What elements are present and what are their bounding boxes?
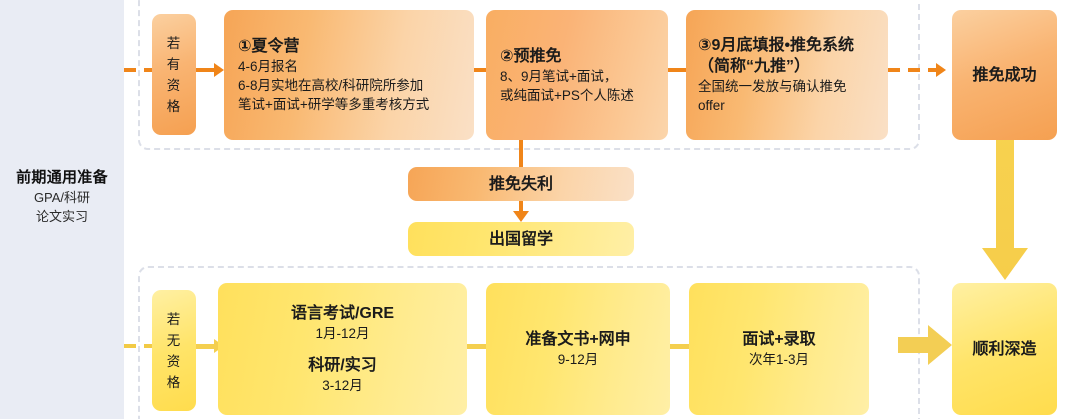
- connector-top-node-3-to-outcome: [888, 68, 944, 72]
- top-outcome-label: 推免成功: [972, 66, 1037, 84]
- top-gate-char-2: 有: [166, 56, 182, 72]
- bottom-node-interview-period: 次年1-3月: [748, 352, 809, 367]
- bottom-gate-char-1: 若: [166, 311, 182, 327]
- top-gate-char-4: 格: [166, 98, 182, 114]
- connector-bottom-gate-to-node-1: [196, 344, 216, 349]
- bottom-node-language-research[interactable]: 语言考试/GRE 1月-12月 科研/实习 3-12月: [218, 283, 467, 415]
- connector-top-node-1-to-node-2: [473, 68, 487, 72]
- connector-sidebar-to-top-gate: [124, 68, 156, 72]
- bottom-node-interview-admission[interactable]: 面试+录取 次年1-3月: [689, 283, 869, 415]
- arrowhead-top-gate-to-node-1: [214, 63, 224, 77]
- connector-bottom-node-2-to-node-3: [670, 344, 689, 349]
- top-node-summer-camp[interactable]: ①夏令营 4-6月报名 6-8月实地在高校/科研院所参加 笔试+面试+研学等多重…: [224, 10, 474, 140]
- top-node-pre-recommendation-line-1: 8、9月笔试+面试，: [500, 68, 618, 84]
- top-node-september-system-line-2: offer: [698, 98, 725, 113]
- top-gate-char-1: 若: [166, 35, 182, 51]
- connector-top-gate-to-node-1: [196, 68, 216, 72]
- bottom-gate-char-2: 无: [166, 332, 182, 348]
- bottom-outcome-label: 顺利深造: [972, 340, 1037, 358]
- bottom-gate-char-3: 资: [166, 353, 182, 369]
- top-node-summer-camp-line-3: 笔试+面试+研学等多重考核方式: [238, 97, 430, 112]
- bottom-node-documents-title: 准备文书+网申: [525, 331, 631, 348]
- bottom-node-language-period: 1月-12月: [315, 326, 370, 341]
- top-node-summer-camp-line-1: 4-6月报名: [238, 59, 299, 74]
- connector-sidebar-to-bottom-gate: [124, 344, 156, 348]
- top-outcome-recommendation-success[interactable]: 推免成功: [952, 10, 1057, 140]
- block-arrow-success-to-advance: [982, 128, 1028, 280]
- bottom-gate-char-4: 格: [166, 374, 182, 390]
- preparation-sidebar-line-1: GPA/科研: [33, 190, 91, 205]
- top-node-september-system[interactable]: ③9月底填报•推免系统 （简称“九推”） 全国统一发放与确认推免 offer: [686, 10, 888, 140]
- top-node-pre-recommendation-line-2: 或纯面试+PS个人陈述: [500, 87, 634, 103]
- bottom-node-interview-title: 面试+录取: [742, 331, 816, 348]
- preparation-sidebar-line-2: 论文实习: [35, 209, 88, 224]
- top-node-september-system-line-1: 全国统一发放与确认推免: [698, 79, 847, 94]
- connector-top-node-2-to-node-3: [668, 68, 686, 72]
- arrowhead-top-node-3-to-outcome: [936, 63, 946, 77]
- bottom-node-research-title: 科研/实习: [308, 357, 377, 374]
- preparation-sidebar-title: 前期通用准备: [16, 169, 108, 186]
- top-node-pre-recommendation[interactable]: ②预推免 8、9月笔试+面试， 或纯面试+PS个人陈述: [486, 10, 668, 140]
- preparation-sidebar-content: 前期通用准备 GPA/科研 论文实习: [0, 168, 124, 226]
- top-gate-char-3: 资: [166, 77, 182, 93]
- bottom-node-documents-application[interactable]: 准备文书+网申 9-12月: [486, 283, 670, 415]
- connector-fail-to-abroad: [519, 201, 523, 215]
- top-track-group-frame: [138, 0, 920, 150]
- bottom-gate-no-qualification[interactable]: 若 无 资 格: [152, 290, 196, 411]
- middle-node-recommendation-failed[interactable]: 推免失利: [408, 167, 634, 201]
- middle-node-failed-label: 推免失利: [488, 175, 553, 193]
- arrowhead-fail-to-abroad: [513, 211, 529, 222]
- connector-bottom-node-1-to-node-2: [467, 344, 486, 349]
- top-gate-has-qualification[interactable]: 若 有 资 格: [152, 14, 196, 135]
- middle-node-study-abroad[interactable]: 出国留学: [408, 222, 634, 256]
- top-node-summer-camp-line-2: 6-8月实地在高校/科研院所参加: [238, 78, 424, 93]
- top-node-pre-recommendation-title: ②预推免: [500, 47, 562, 65]
- middle-node-study-abroad-label: 出国留学: [488, 230, 553, 248]
- bottom-node-documents-period: 9-12月: [557, 352, 599, 367]
- block-arrow-to-advance: [898, 325, 952, 365]
- connector-node-2-to-fail: [519, 133, 523, 167]
- top-node-summer-camp-title: ①夏令营: [238, 38, 300, 55]
- preparation-sidebar: 前期通用准备 GPA/科研 论文实习: [0, 0, 124, 419]
- bottom-node-research-period: 3-12月: [322, 378, 363, 393]
- bottom-outcome-successful-advancement[interactable]: 顺利深造: [952, 283, 1057, 415]
- bottom-node-language-title: 语言考试/GRE: [290, 305, 395, 322]
- top-node-september-system-title-2: （简称“九推”）: [698, 58, 811, 75]
- top-node-september-system-title: ③9月底填报•推免系统: [698, 37, 855, 54]
